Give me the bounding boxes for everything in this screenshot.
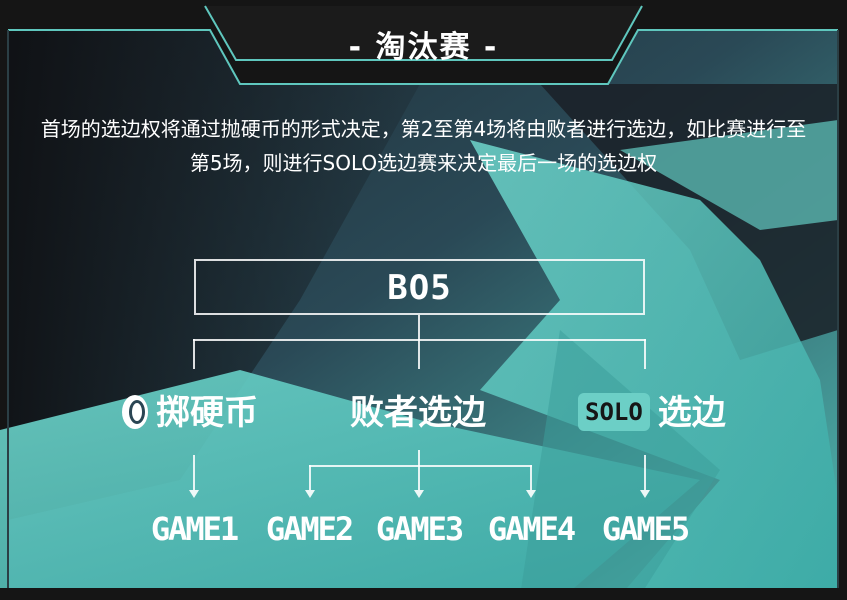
coin-toss-label: 掷硬币 (156, 393, 258, 433)
category-loser-pick: 败者选边 (350, 388, 486, 438)
solo-pick-label: 选边 (657, 393, 726, 433)
bo5-box: BO5 (194, 259, 645, 315)
connector-line (418, 339, 420, 369)
rules-description: 首场的选边权将通过抛硬币的形式决定，第2至第4场将由败者进行选边，如比赛进行至第… (40, 117, 807, 175)
connector-line (418, 450, 420, 466)
page-title: - 淘汰赛 - (348, 30, 499, 65)
connector-line (644, 455, 646, 490)
arrow-down-icon (414, 490, 424, 498)
connector-line (530, 465, 532, 490)
connector-line (309, 465, 532, 467)
arrow-down-icon (526, 490, 536, 498)
connector-line (418, 315, 420, 340)
loser-pick-label: 败者选边 (350, 393, 486, 433)
arrow-down-icon (305, 490, 315, 498)
game-label: GAME3 (375, 510, 464, 548)
category-coin-toss: 掷硬币 (120, 388, 258, 438)
game-label: GAME5 (601, 510, 690, 548)
bo5-label: BO5 (387, 268, 452, 308)
connector-line (309, 465, 311, 490)
arrow-down-icon (640, 490, 650, 498)
connector-line (193, 455, 195, 490)
game-label: GAME2 (265, 510, 354, 548)
connector-line (418, 465, 420, 490)
solo-badge: SOLO (578, 392, 650, 431)
connector-line (193, 339, 195, 369)
game-label: GAME1 (150, 510, 239, 548)
game-label: GAME4 (487, 510, 576, 548)
arrow-down-icon (189, 490, 199, 498)
coin-icon (122, 394, 148, 429)
connector-line (644, 339, 646, 369)
